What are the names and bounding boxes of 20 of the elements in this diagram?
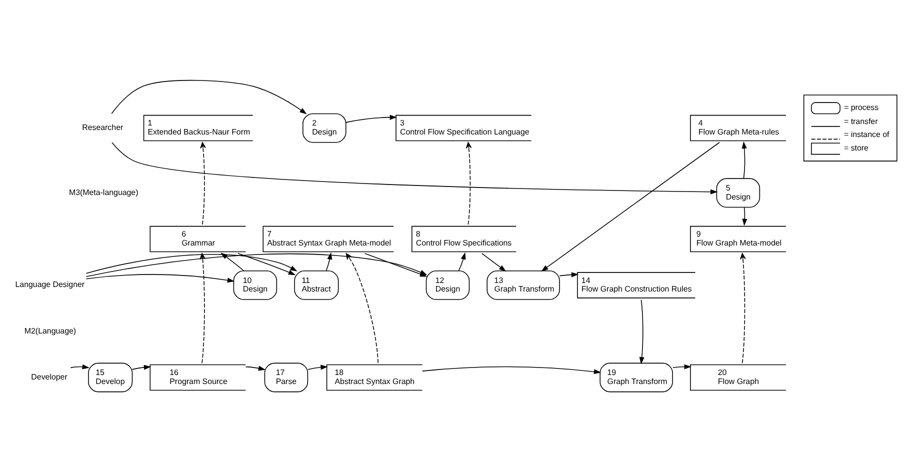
node-text: 9 Flow Graph Meta-model bbox=[696, 230, 782, 248]
node-text: 3 Control Flow Specification Language bbox=[400, 118, 530, 136]
node-text: 1 Extended Backus-Naur Form bbox=[148, 118, 250, 136]
node-text: 7 Abstract Syntax Graph Meta-model bbox=[267, 230, 392, 248]
node-text: Language Designer bbox=[15, 280, 85, 290]
label: M3(Meta-language) bbox=[68, 188, 138, 197]
node-text: 20 Flow Graph bbox=[718, 368, 759, 386]
node-text: Developer bbox=[31, 372, 68, 382]
node-text: 4 Flow Graph Meta-rules bbox=[698, 118, 780, 136]
label: M2(Language) bbox=[24, 326, 76, 336]
node-text: 8 Control Flow Specifications bbox=[416, 230, 512, 248]
legend-label: = process bbox=[844, 103, 879, 112]
node-text: 6 Grammar bbox=[182, 230, 216, 248]
node-text: Researcher bbox=[82, 123, 124, 132]
node-text: 14 Flow Graph Construction Rules bbox=[581, 276, 692, 294]
node-text: 18 Abstract Syntax Graph bbox=[334, 368, 415, 386]
legend-label: = transfer bbox=[844, 117, 878, 126]
legend-label: = instance of bbox=[844, 130, 890, 139]
node-text: 16 Program Source bbox=[170, 368, 228, 386]
legend-label: = store bbox=[844, 144, 869, 153]
